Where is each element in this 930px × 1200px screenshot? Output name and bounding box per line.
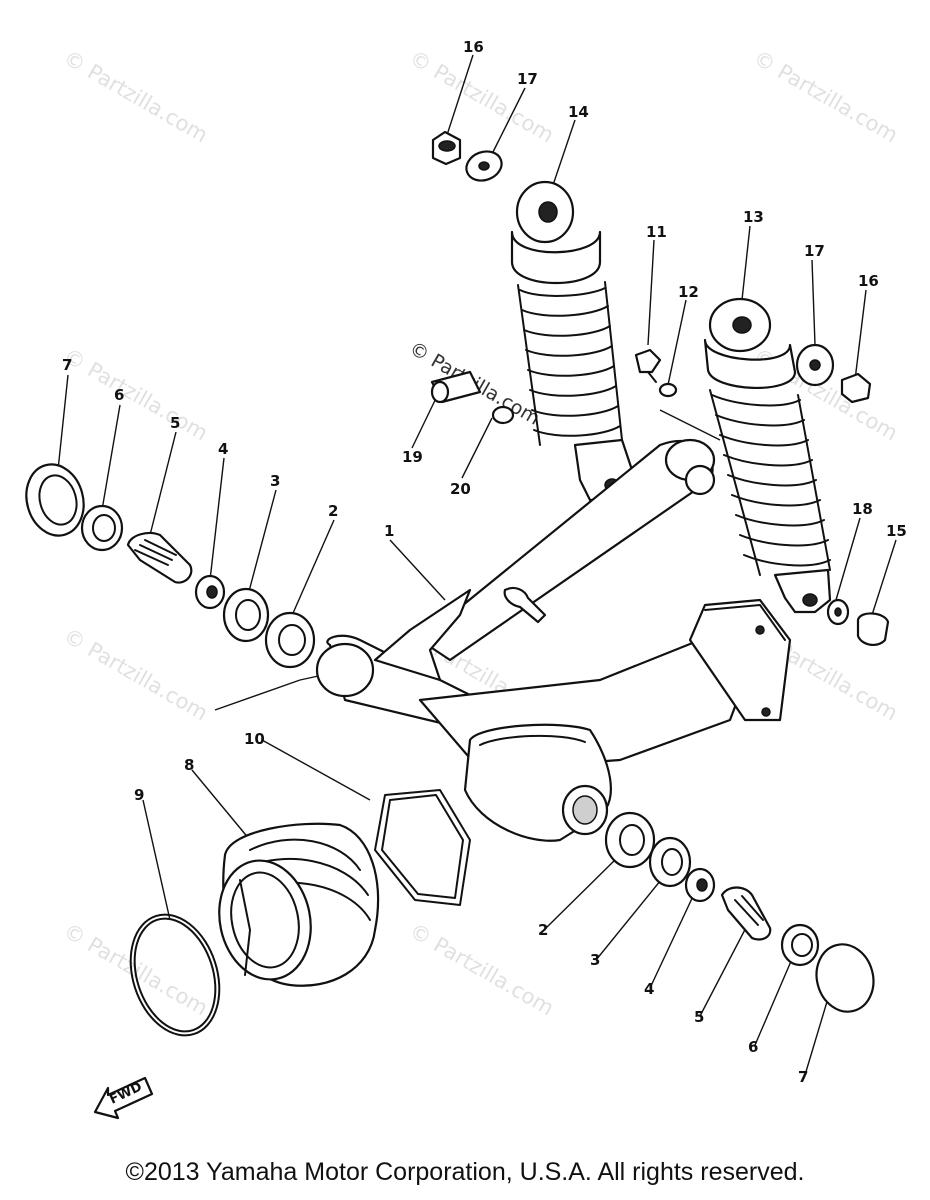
callout-4-left: 4 [218, 440, 228, 458]
collar-19 [430, 370, 482, 404]
washer-12 [658, 382, 678, 398]
callout-2-right: 2 [538, 921, 548, 939]
callout-13: 13 [743, 208, 764, 226]
callout-7-right: 7 [798, 1068, 808, 1086]
callout-16-right: 16 [858, 272, 879, 290]
washer-17 [465, 150, 503, 182]
callout-11: 11 [646, 223, 667, 241]
bearing-2-left [264, 611, 316, 669]
watermark: © Partzilla.com [60, 46, 212, 148]
callout-8: 8 [184, 756, 194, 774]
callout-3-right: 3 [590, 951, 600, 969]
callout-6-left: 6 [114, 386, 124, 404]
nut-15 [856, 612, 890, 646]
callout-14: 14 [568, 103, 589, 121]
callout-18: 18 [852, 500, 873, 518]
callout-5-right: 5 [694, 1008, 704, 1026]
callout-15: 15 [886, 522, 907, 540]
washer-17-right [795, 343, 835, 387]
collar-4-right [684, 867, 716, 903]
swing-arm-exploded-view: © Partzilla.com © Partzilla.com © Partzi… [25, 38, 907, 1120]
watermark-layer: © Partzilla.com © Partzilla.com © Partzi… [60, 46, 902, 1021]
dust-cover-7-left [25, 463, 85, 537]
callout-6-right: 6 [748, 1038, 758, 1056]
bearing-3-left [222, 587, 270, 643]
shock-absorber-14 [510, 180, 634, 502]
callout-19: 19 [402, 448, 423, 466]
bearing-3-right [648, 836, 692, 888]
fwd-arrow: FWD [93, 1076, 154, 1120]
bolt-11 [634, 348, 662, 383]
callout-12: 12 [678, 283, 699, 301]
shock-absorber-13 [703, 297, 832, 614]
nut-16 [431, 130, 462, 166]
watermark: © Partzilla.com [406, 46, 558, 148]
oil-seal-6-right [780, 923, 820, 967]
callout-17: 17 [517, 70, 538, 88]
leader-lines [57, 54, 897, 1076]
rubber-boot-8 [218, 822, 380, 987]
oil-seal-6-left [80, 504, 124, 552]
washer-20 [491, 405, 515, 425]
pivot-shaft-5-right [720, 886, 772, 941]
callout-labels: 16 17 14 13 11 12 17 16 7 6 5 4 3 2 1 19… [62, 38, 907, 1086]
swing-arm-1 [315, 438, 792, 772]
washer-18 [826, 598, 850, 626]
final-drive-housing [463, 723, 612, 842]
callout-1: 1 [384, 522, 394, 540]
watermark: © Partzilla.com [406, 919, 558, 1021]
callout-5-left: 5 [170, 414, 180, 432]
nut-16-right [840, 372, 872, 404]
callout-10: 10 [244, 730, 265, 748]
collar-4-left [194, 574, 226, 610]
watermark: © Partzilla.com [750, 46, 902, 148]
bearing-2-right [604, 811, 656, 869]
o-ring-9 [129, 913, 221, 1037]
callout-4-right: 4 [644, 980, 654, 998]
dust-cover-7-right [815, 943, 875, 1013]
callout-2-left: 2 [328, 502, 338, 520]
callout-3-left: 3 [270, 472, 280, 490]
callout-9: 9 [134, 786, 144, 804]
copyright-notice: ©2013 Yamaha Motor Corporation, U.S.A. A… [125, 1158, 805, 1186]
pivot-shaft-5-left [126, 531, 193, 584]
gasket-10 [374, 789, 471, 906]
callout-17-right: 17 [804, 242, 825, 260]
watermark: © Partzilla.com [60, 344, 212, 446]
callout-16: 16 [463, 38, 484, 56]
callout-7-left: 7 [62, 356, 72, 374]
callout-20: 20 [450, 480, 471, 498]
watermark: © Partzilla.com [60, 624, 212, 726]
